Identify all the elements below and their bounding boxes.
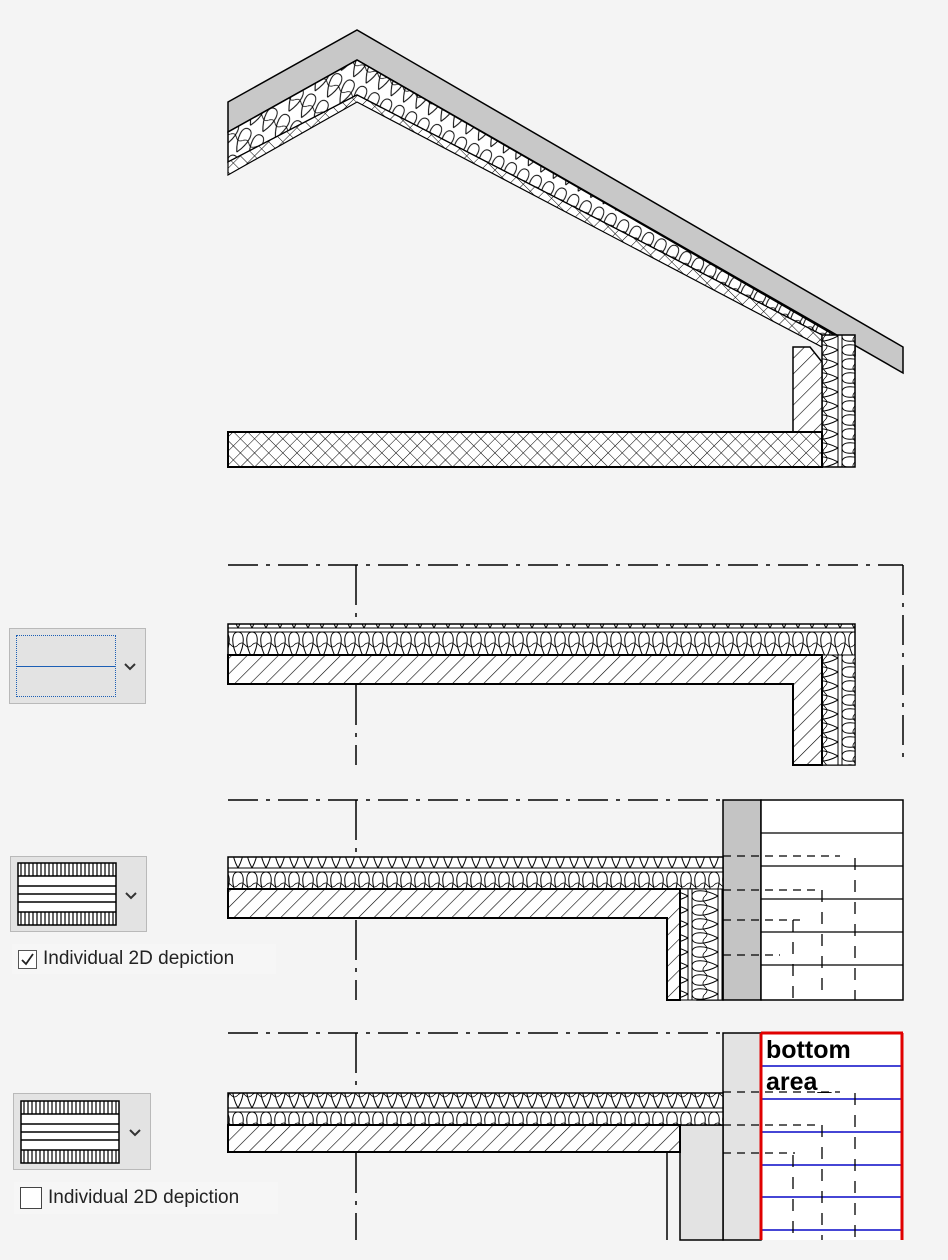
corner1-wall [227, 654, 823, 766]
corner3-insulation [227, 1092, 724, 1126]
chevron-down-icon [129, 1129, 141, 1137]
chevron-down-icon [124, 663, 136, 671]
line-pattern-swatch [16, 635, 116, 697]
bottom-area-label: bottom area_ [766, 1034, 851, 1098]
checkbox-unchecked-icon[interactable] [20, 1187, 42, 1209]
corner2-column [722, 799, 762, 1001]
chevron-down-icon [125, 892, 137, 900]
checkbox-checked-icon[interactable] [18, 949, 37, 969]
knee-wall [792, 346, 823, 433]
corner-section-3 [227, 1031, 904, 1241]
bottom-area-label-line1: bottom [766, 1036, 851, 1064]
depiction-dropdown-2[interactable] [10, 856, 147, 932]
checkbox-label: Individual 2D depiction [43, 948, 235, 969]
floor-slab [227, 431, 823, 468]
corner3-wall-block [679, 1124, 724, 1241]
individual-2d-checkbox-1[interactable]: Individual 2D depiction [12, 944, 276, 974]
corner2-insulation [227, 856, 724, 1001]
hatch-pattern-swatch [20, 1100, 120, 1164]
checkbox-label: Individual 2D depiction [48, 1187, 240, 1208]
knee-wall-insulation [821, 334, 856, 468]
individual-2d-checkbox-2[interactable]: Individual 2D depiction [14, 1182, 278, 1214]
roof-section [227, 29, 904, 468]
corner-section-2 [227, 799, 904, 1001]
corner1-insulation [227, 623, 856, 766]
corner2-wall [227, 888, 681, 1001]
bottom-area-label-line2: area_ [766, 1068, 832, 1096]
corner3-wall [227, 1124, 681, 1153]
corner3-column [722, 1032, 762, 1241]
corner-section-1 [227, 564, 904, 766]
depiction-dropdown-3[interactable] [13, 1093, 151, 1170]
bottom-area-highlight [761, 1033, 902, 1240]
hatch-pattern-swatch [17, 862, 117, 926]
depiction-dropdown-1[interactable] [9, 628, 146, 704]
